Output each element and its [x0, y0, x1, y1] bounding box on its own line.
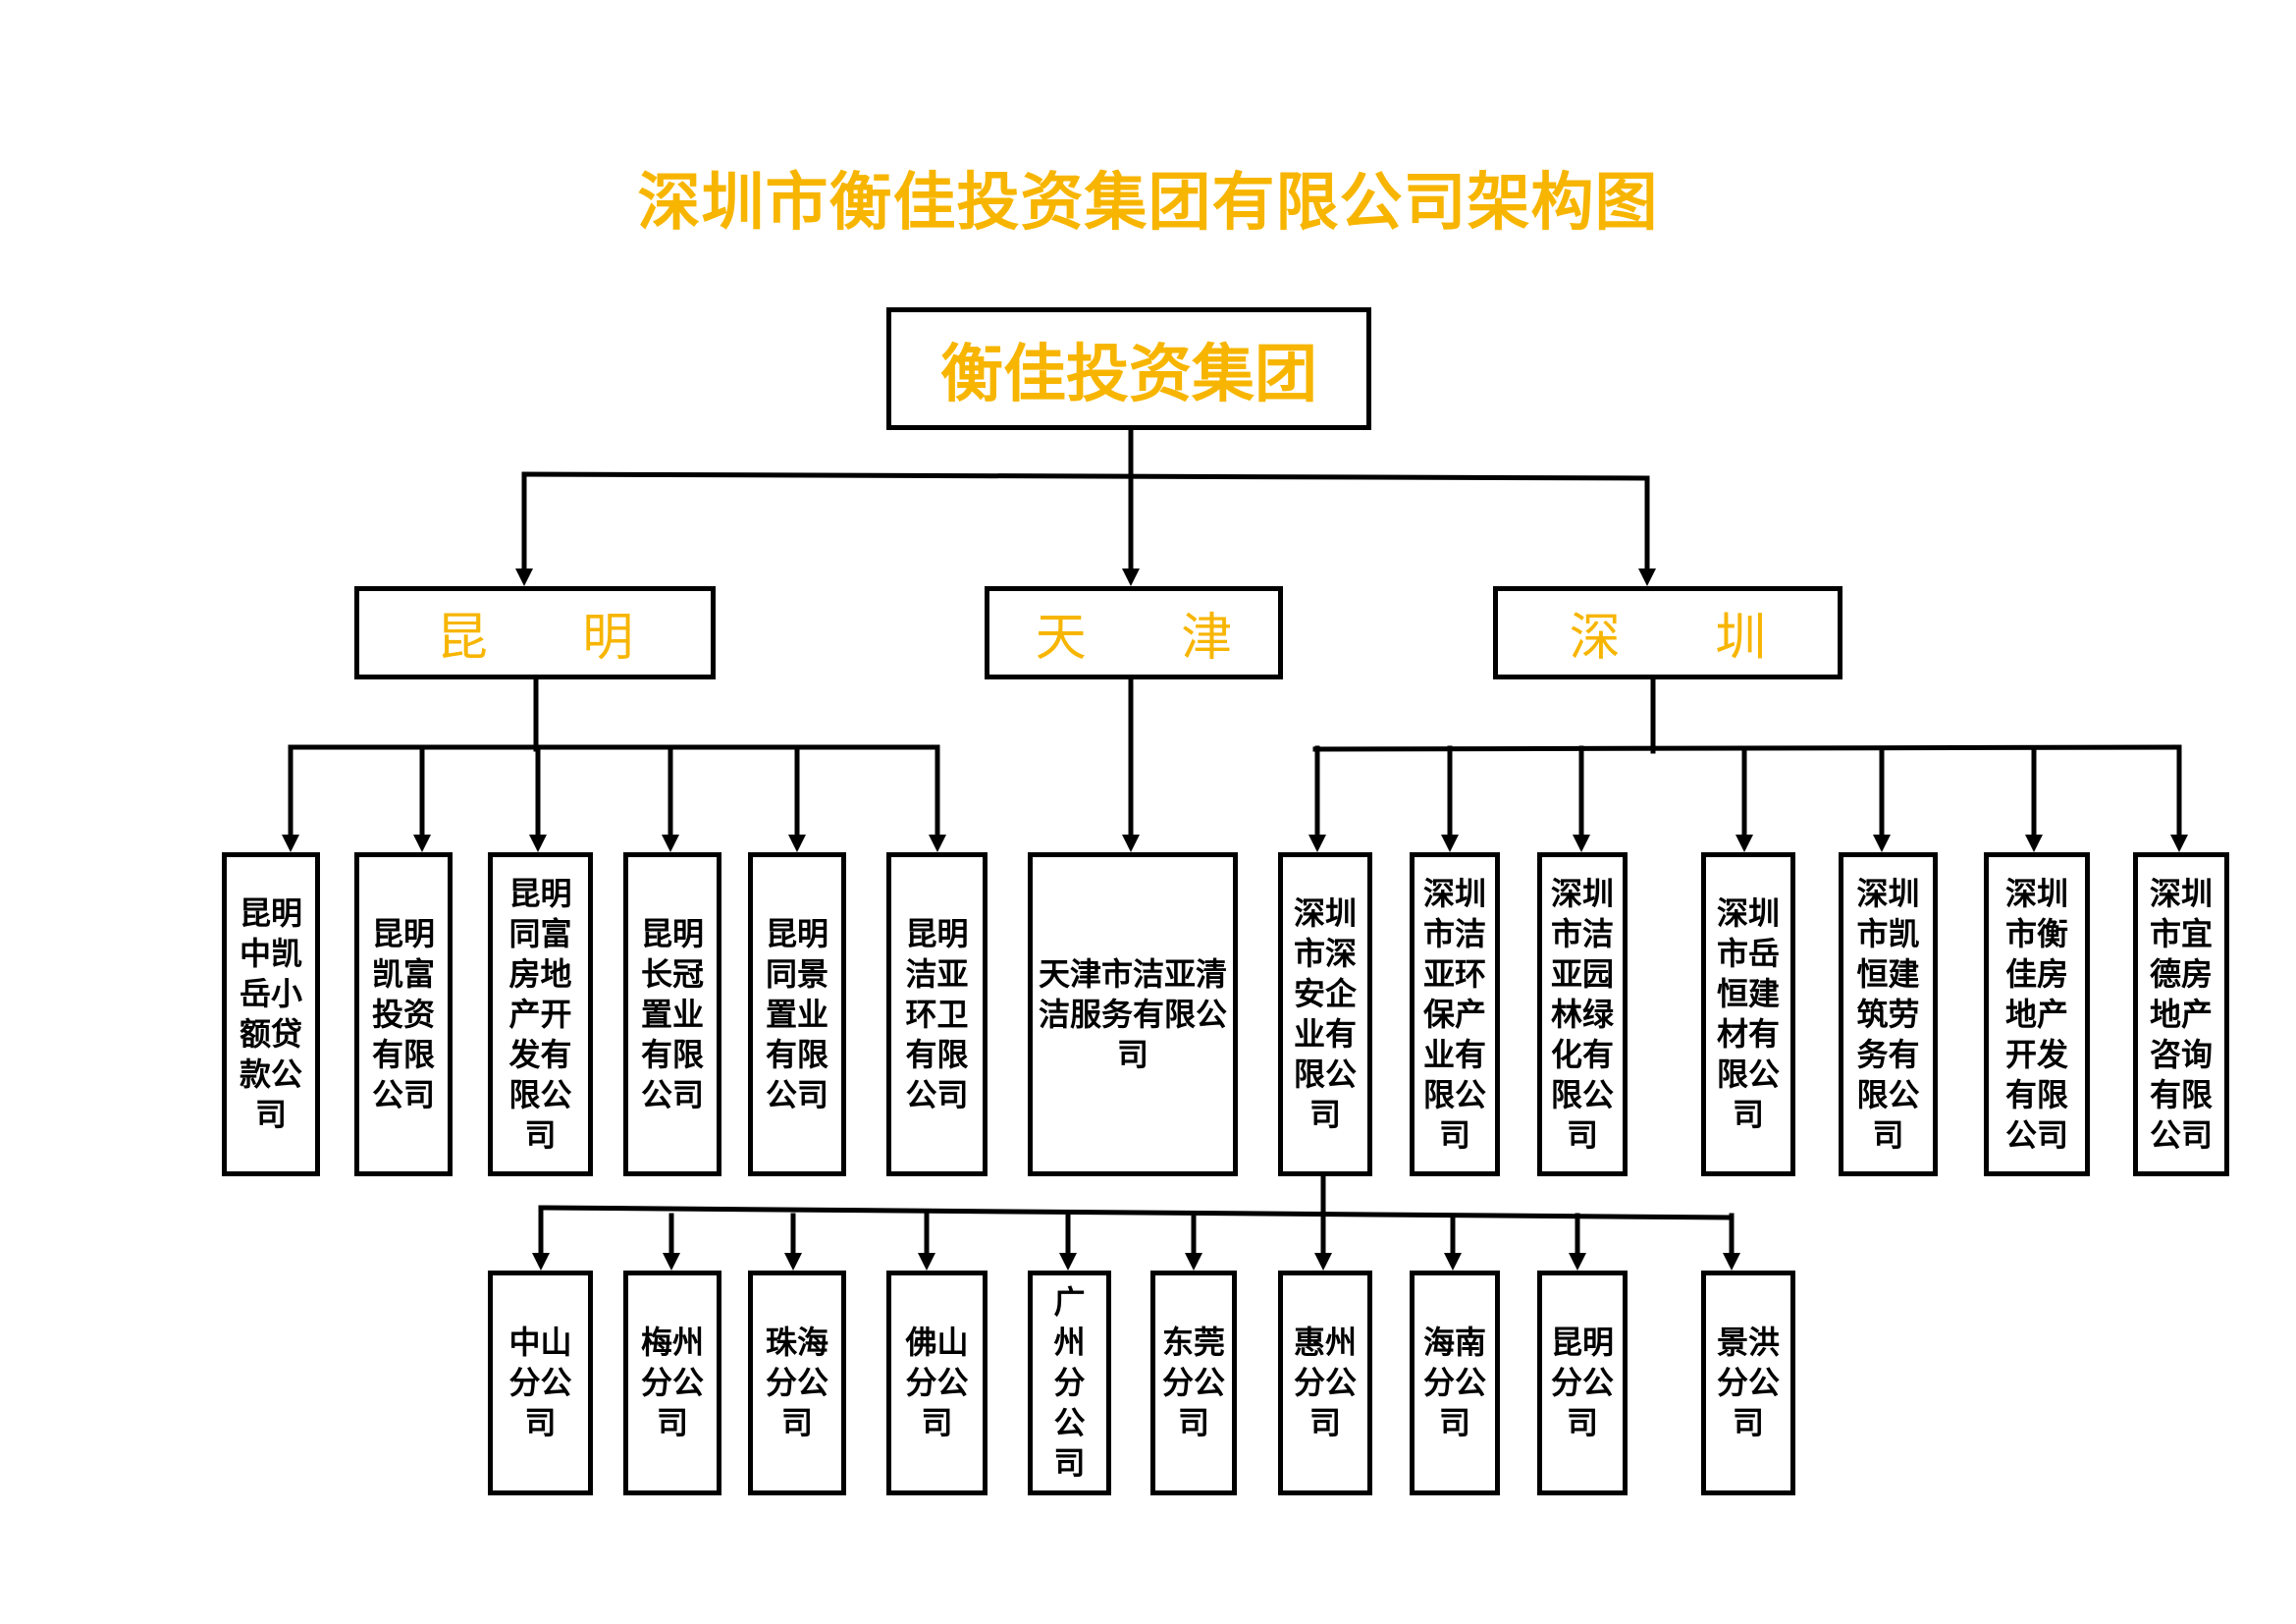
node-city-shenzhen: 深 圳 [1493, 586, 1842, 679]
node-company: 昆明中凯岳小额贷款公司 [222, 852, 320, 1176]
node-branch-label: 景洪分公司 [1716, 1324, 1780, 1441]
node-company: 昆明洁亚环卫有限公司 [886, 852, 988, 1176]
node-branch: 中山分公司 [488, 1271, 593, 1495]
node-company: 昆明凯富投资有限公司 [354, 852, 453, 1176]
node-city-tianjin: 天 津 [985, 586, 1283, 679]
arrow-head [1059, 1253, 1077, 1271]
node-company: 深圳市岳恒建材有限公司 [1701, 852, 1795, 1176]
arrow-head [1185, 1253, 1202, 1271]
arrow-head [1122, 568, 1140, 586]
node-root-label: 衡佳投资集团 [940, 338, 1317, 411]
arrow-head [1308, 835, 1326, 852]
arrow-head [663, 1253, 680, 1271]
node-company: 深圳市洁亚环保产业有限公司 [1410, 852, 1500, 1176]
node-company: 昆明同富房地产开发有限公司 [488, 852, 593, 1176]
node-company-label: 深圳市岳恒建材有限公司 [1716, 894, 1780, 1133]
node-company: 深圳市衡佳房地产开发有限公司 [1984, 852, 2090, 1176]
node-branch: 佛山分公司 [886, 1271, 988, 1495]
node-branch-label: 广州分公司 [1053, 1283, 1086, 1482]
arrow-head [529, 835, 547, 852]
node-branch-label: 梅州分公司 [640, 1324, 704, 1441]
arrow-head [413, 835, 431, 852]
arrow-head [1873, 835, 1891, 852]
arrow-head [2025, 835, 2043, 852]
node-company: 深圳市凯恒建筑劳务有限公司 [1839, 852, 1938, 1176]
arrow-head [662, 835, 679, 852]
node-company: 深圳市深安企业有限公司 [1278, 852, 1372, 1176]
node-city-label: 昆 明 [436, 609, 673, 668]
node-company: 深圳市洁亚园林绿化有限公司 [1537, 852, 1628, 1176]
arrow-head [515, 568, 533, 586]
node-branch: 昆明分公司 [1537, 1271, 1628, 1495]
connector-line [1312, 744, 2182, 752]
arrow-head [282, 835, 299, 852]
node-branch-label: 昆明分公司 [1550, 1324, 1614, 1441]
node-city-label: 天 津 [1035, 609, 1272, 668]
node-company-label: 昆明长冠置业有限公司 [640, 914, 704, 1113]
node-company-label: 深圳市洁亚园林绿化有限公司 [1550, 874, 1614, 1154]
node-branch-label: 海南分公司 [1422, 1324, 1486, 1441]
node-company: 深圳市宜德房地产咨询有限公司 [2133, 852, 2229, 1176]
node-branch-label: 珠海分公司 [765, 1324, 828, 1441]
node-company-label: 深圳市凯恒建筑劳务有限公司 [1856, 874, 1920, 1154]
node-company: 昆明长冠置业有限公司 [623, 852, 721, 1176]
node-branch-label: 中山分公司 [508, 1324, 572, 1441]
node-company-label: 深圳市洁亚环保产业有限公司 [1422, 874, 1486, 1154]
node-branch: 东莞分公司 [1150, 1271, 1237, 1495]
node-company-label: 深圳市宜德房地产咨询有限公司 [2149, 874, 2213, 1154]
arrow-head [788, 835, 806, 852]
node-branch-label: 惠州分公司 [1293, 1324, 1357, 1441]
node-company: 昆明同景置业有限公司 [748, 852, 846, 1176]
arrow-head [532, 1253, 550, 1271]
arrow-head [1122, 835, 1140, 852]
connector-line [521, 471, 1650, 481]
node-company-label: 深圳市衡佳房地产开发有限公司 [2004, 874, 2068, 1154]
arrow-head [1441, 835, 1459, 852]
node-company-label: 天津市洁亚清洁服务有限公司 [1039, 954, 1228, 1073]
node-company-label: 昆明中凯岳小额贷款公司 [239, 894, 302, 1133]
node-company-label: 昆明同富房地产开发有限公司 [508, 874, 572, 1154]
node-company-label: 深圳市深安企业有限公司 [1293, 894, 1357, 1133]
arrow-head [1638, 568, 1656, 586]
arrow-head [784, 1253, 802, 1271]
node-branch: 珠海分公司 [748, 1271, 846, 1495]
page-title: 深圳市衡佳投资集团有限公司架构图 [637, 167, 1659, 240]
node-branch-label: 东莞分公司 [1161, 1324, 1225, 1441]
arrow-head [1314, 1253, 1332, 1271]
connector-line [542, 1205, 1733, 1220]
node-branch: 梅州分公司 [623, 1271, 721, 1495]
arrow-head [1573, 835, 1590, 852]
node-branch-label: 佛山分公司 [905, 1324, 969, 1441]
arrow-head [1723, 1253, 1740, 1271]
arrow-head [2170, 835, 2188, 852]
node-city-label: 深 圳 [1569, 609, 1806, 668]
node-branch: 海南分公司 [1410, 1271, 1500, 1495]
node-company-label: 昆明洁亚环卫有限公司 [905, 914, 969, 1113]
node-company-label: 昆明凯富投资有限公司 [371, 914, 435, 1113]
node-company: 天津市洁亚清洁服务有限公司 [1028, 852, 1238, 1176]
node-city-kunming: 昆 明 [354, 586, 716, 679]
node-branch: 惠州分公司 [1278, 1271, 1372, 1495]
arrow-head [929, 835, 946, 852]
node-branch: 广州分公司 [1028, 1271, 1111, 1495]
arrow-head [1569, 1253, 1586, 1271]
arrow-head [918, 1253, 935, 1271]
node-branch: 景洪分公司 [1701, 1271, 1795, 1495]
node-company-label: 昆明同景置业有限公司 [765, 914, 828, 1113]
arrow-head [1444, 1253, 1462, 1271]
node-root: 衡佳投资集团 [886, 307, 1371, 430]
arrow-head [1735, 835, 1753, 852]
